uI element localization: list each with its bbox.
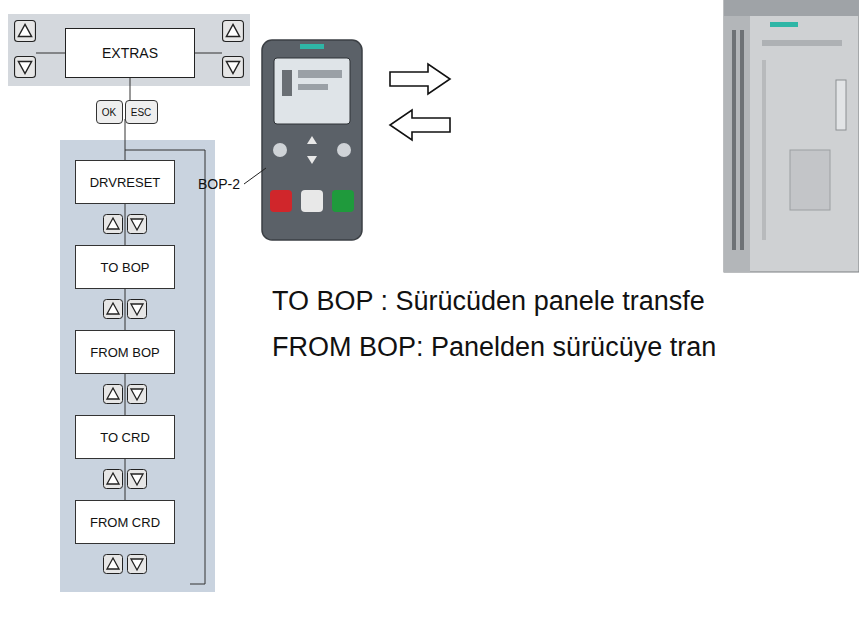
key-button: ESC (125, 100, 158, 124)
node-text: DRVRESET (90, 175, 161, 190)
menu-connector (125, 374, 126, 415)
down-button (15, 57, 36, 78)
up-button (223, 21, 244, 42)
menu-connector (125, 204, 126, 245)
menu-connector (125, 459, 126, 500)
node-text: ESC (131, 107, 152, 118)
menu-item-box: FROM CRD (75, 500, 175, 544)
menu-band (8, 14, 250, 86)
menu-item-box: FROM BOP (75, 330, 175, 374)
up-button (104, 300, 123, 319)
node-text: TO BOP (101, 260, 150, 275)
transfer-arrow (390, 64, 450, 94)
down-button (128, 215, 147, 234)
down-button (223, 57, 244, 78)
drive-unit (724, 0, 859, 272)
node-text: FROM BOP (90, 345, 159, 360)
up-button (104, 555, 123, 574)
down-button (128, 470, 147, 489)
menu-item-box: TO BOP (75, 245, 175, 289)
menu-item-box: DRVRESET (75, 160, 175, 204)
wire (195, 53, 222, 54)
note-text: FROM BOP: Panelden sürücüye tran (272, 332, 716, 363)
up-button (15, 21, 36, 42)
transfer-arrow (390, 110, 450, 140)
up-button (104, 215, 123, 234)
node-text: EXTRAS (102, 45, 158, 61)
note-text: TO BOP : Sürücüden panele transfe (272, 286, 705, 317)
part-label: BOP-2 (198, 176, 240, 192)
menu-item-box: EXTRAS (65, 28, 195, 78)
node-text: FROM CRD (90, 515, 160, 530)
node-text: OK (102, 107, 116, 118)
wire (36, 53, 65, 54)
up-button (104, 470, 123, 489)
leader-line (244, 168, 266, 184)
bop2-panel (262, 40, 362, 240)
key-button: OK (96, 100, 123, 124)
down-button (128, 555, 147, 574)
menu-connector (125, 289, 126, 330)
down-button (128, 385, 147, 404)
submenu-panel (60, 140, 215, 592)
up-button (104, 385, 123, 404)
menu-item-box: TO CRD (75, 415, 175, 459)
down-button (128, 300, 147, 319)
node-text: TO CRD (100, 430, 150, 445)
